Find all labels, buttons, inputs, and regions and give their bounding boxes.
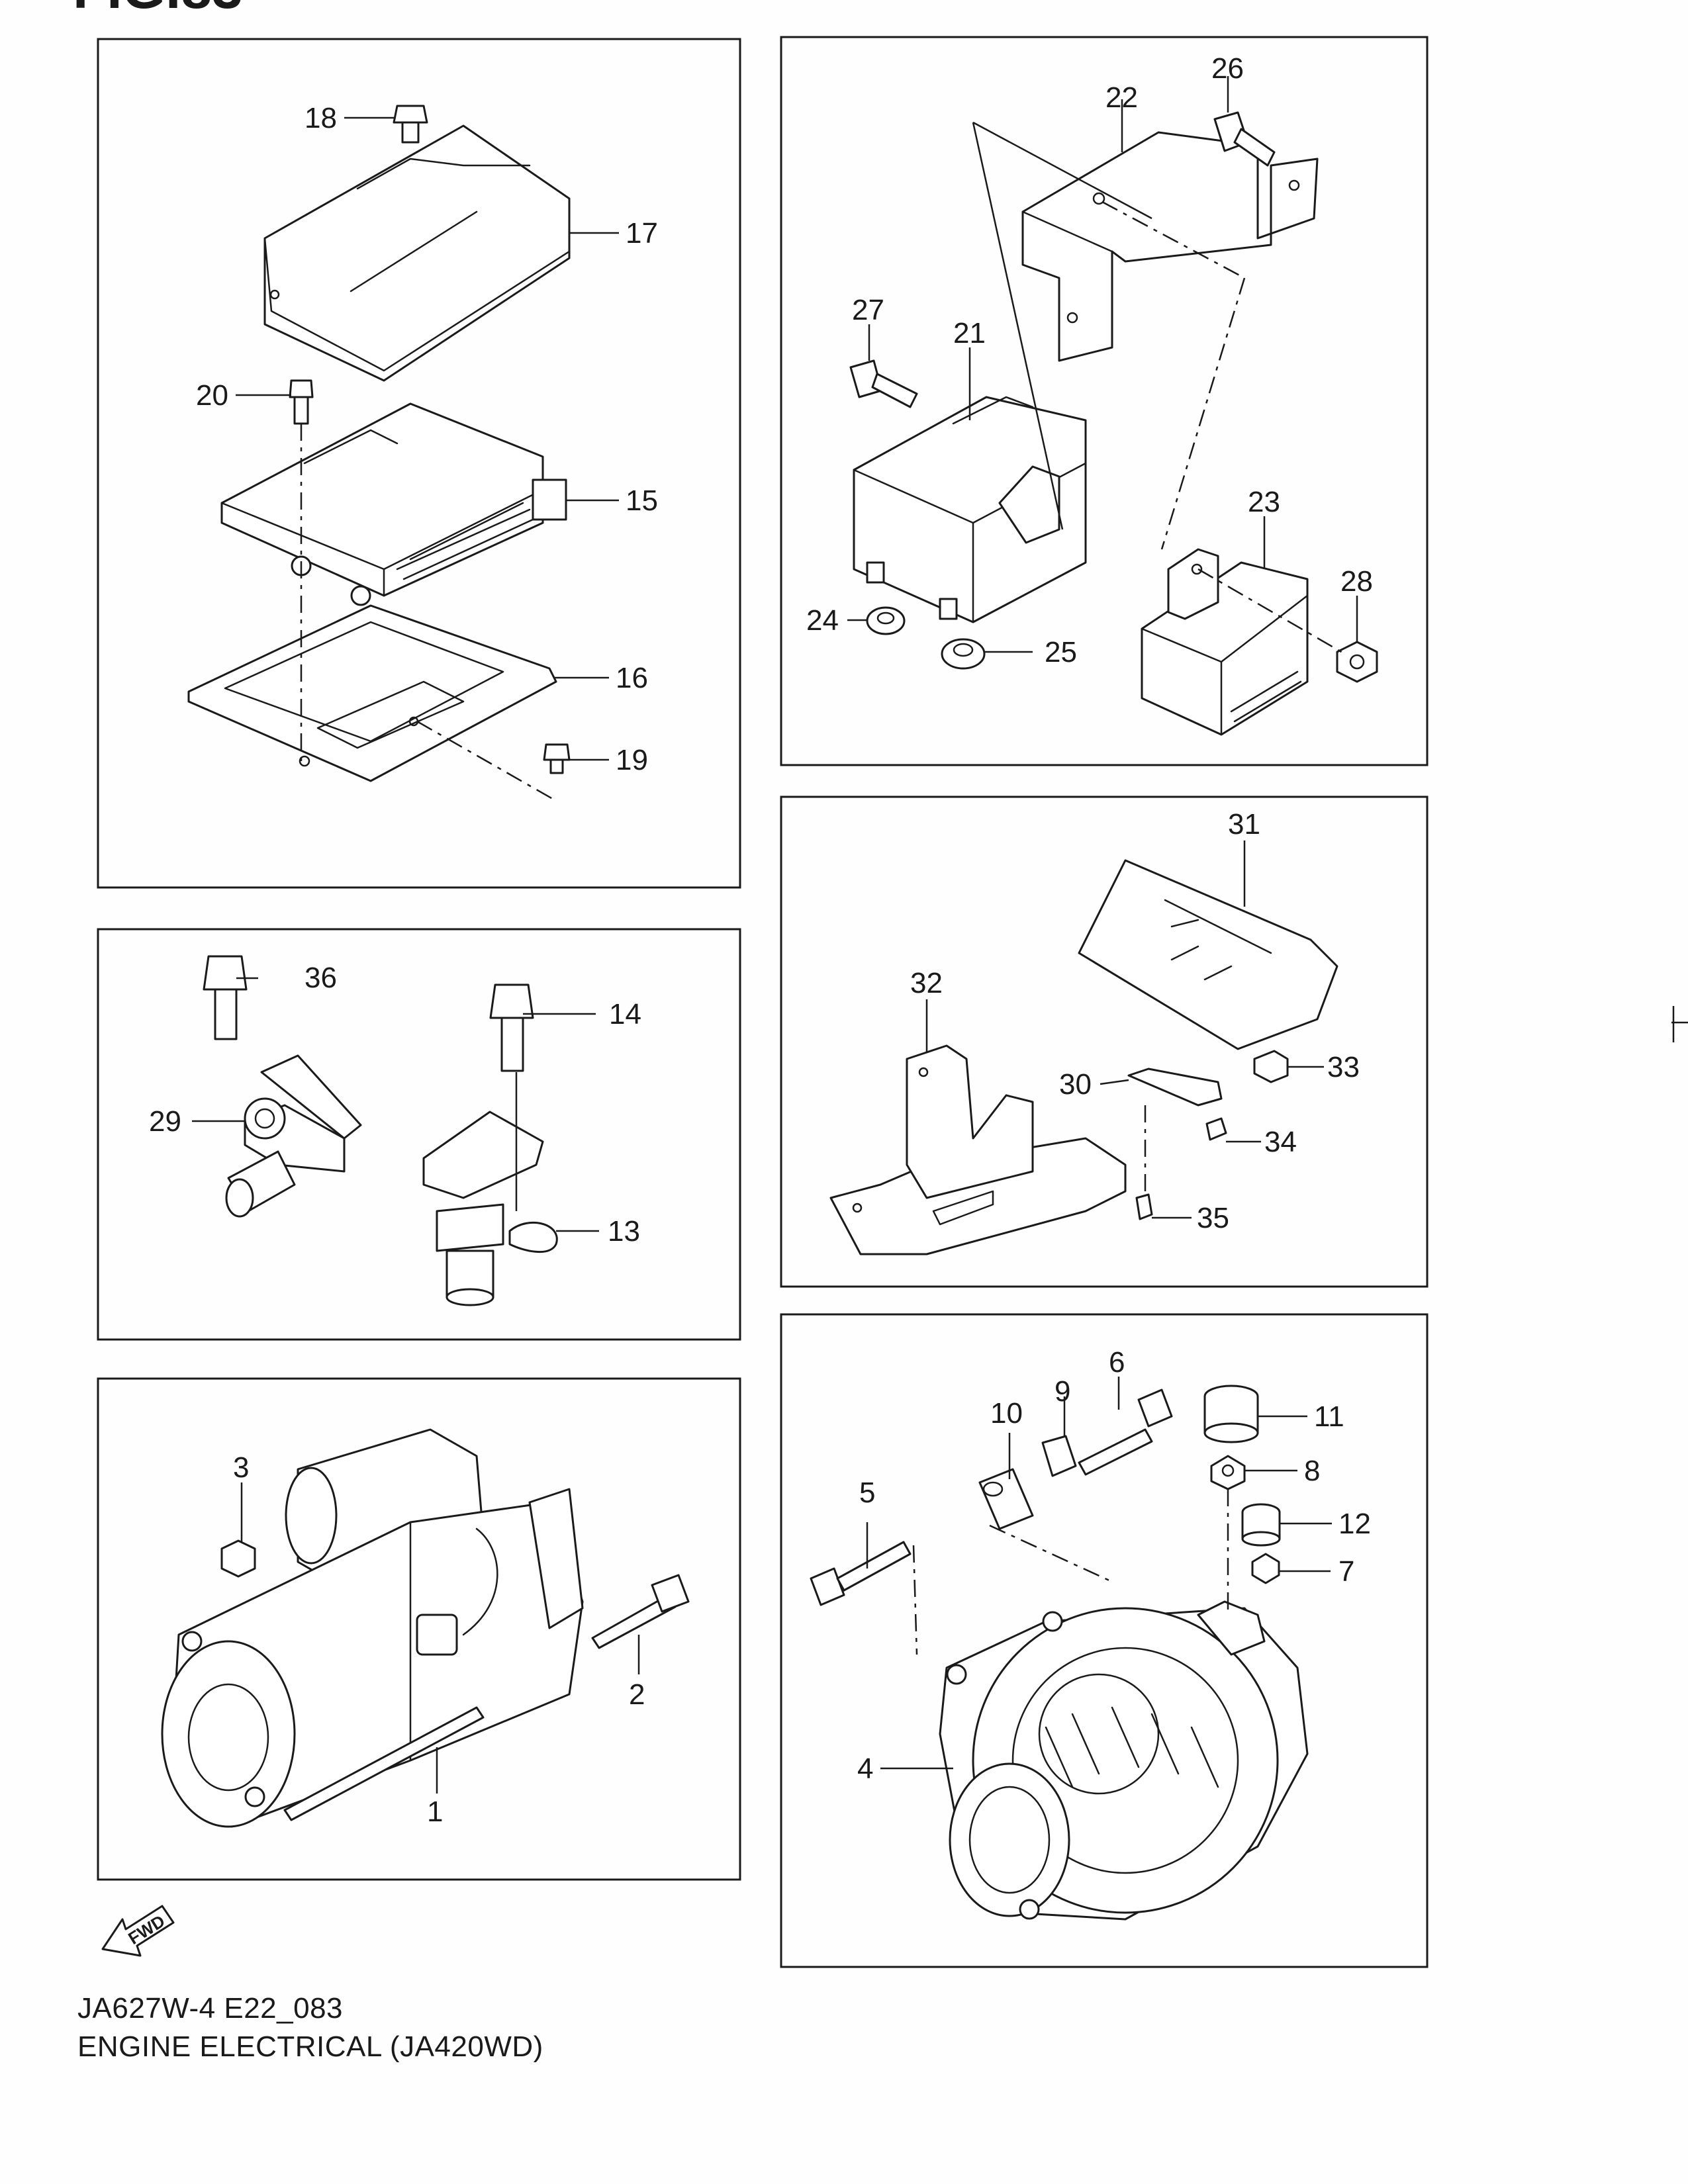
sensor-13-part (422, 1111, 558, 1306)
bolt-5 (810, 1541, 912, 1606)
screw-35 (1135, 1193, 1153, 1220)
callout-3: 3 (233, 1451, 249, 1484)
callout-17: 17 (626, 217, 658, 250)
panel-alternator-frame (780, 1313, 1429, 1968)
through-bolt-1 (283, 1706, 485, 1821)
callout-10: 10 (990, 1397, 1023, 1430)
bolt-19 (543, 743, 571, 774)
callout-7: 7 (1338, 1555, 1354, 1588)
callout-14: 14 (609, 998, 641, 1030)
bolt-20 (289, 379, 314, 425)
nut-28 (1336, 641, 1378, 683)
bolt-27 (849, 359, 918, 408)
alternator-part (939, 1600, 1309, 1921)
starter-motor-part (161, 1428, 584, 1828)
panel-sensor-frame (97, 928, 741, 1341)
callout-1: 1 (427, 1796, 443, 1828)
clip-33 (1253, 1050, 1289, 1083)
nut-7 (1251, 1553, 1280, 1584)
ecm-tray-part (187, 604, 557, 782)
panel-relay-frame (780, 36, 1429, 766)
callout-27: 27 (852, 294, 884, 326)
panel-bracket: 31 32 30 33 34 35 (780, 796, 1429, 1288)
callout-13: 13 (608, 1215, 640, 1248)
callout-23: 23 (1248, 486, 1280, 518)
callout-35: 35 (1197, 1202, 1229, 1234)
nut-3 (220, 1539, 256, 1578)
heat-shield-part (1078, 859, 1338, 1050)
panel-ecm: 18 17 20 15 16 19 (97, 38, 741, 889)
callout-32: 32 (910, 967, 943, 999)
relay-box-part (853, 396, 1087, 623)
ecm-unit-part (220, 402, 567, 606)
footer-code: JA627W-4 E22_083 (77, 1992, 344, 2025)
collar-10 (978, 1468, 1034, 1530)
footer-title: ENGINE ELECTRICAL (JA420WD) (77, 2030, 543, 2063)
callout-34: 34 (1264, 1126, 1297, 1158)
bolt-14 (489, 983, 534, 1072)
nut-25 (941, 638, 986, 670)
callout-2: 2 (629, 1678, 645, 1711)
callout-19: 19 (616, 744, 648, 776)
panel-starter-frame (97, 1377, 741, 1881)
callout-9: 9 (1055, 1375, 1070, 1408)
screw-18 (393, 105, 428, 144)
callout-25: 25 (1045, 636, 1077, 668)
callout-21: 21 (953, 317, 986, 349)
callout-8: 8 (1304, 1455, 1320, 1487)
panel-starter: 3 2 1 (97, 1377, 741, 1881)
callout-28: 28 (1340, 565, 1373, 598)
bolt-26 (1213, 111, 1276, 167)
callout-4: 4 (857, 1752, 873, 1785)
bushing-9 (1041, 1435, 1077, 1477)
callout-15: 15 (626, 484, 658, 517)
bolt-36 (203, 955, 248, 1040)
callout-30: 30 (1059, 1068, 1092, 1101)
panel-bracket-frame (780, 796, 1429, 1288)
callout-36: 36 (305, 962, 337, 994)
relay-bracket-part (1021, 131, 1319, 362)
panel-ecm-frame (97, 38, 741, 889)
panel-alternator: 6 9 10 11 8 5 12 7 4 (780, 1313, 1429, 1968)
callout-16: 16 (616, 662, 648, 694)
callout-31: 31 (1228, 808, 1260, 841)
bolt-6 (1078, 1388, 1173, 1476)
ecm-cover-part (263, 124, 571, 382)
callout-20: 20 (196, 379, 228, 412)
nut-8 (1210, 1455, 1246, 1490)
callout-26: 26 (1211, 52, 1244, 85)
panel-relay: 22 26 27 21 23 28 24 25 (780, 36, 1429, 766)
cap-12 (1241, 1503, 1281, 1547)
nut-24 (866, 606, 906, 635)
bolt-2 (591, 1574, 690, 1649)
callout-12: 12 (1338, 1508, 1371, 1540)
ecu-bracket-part (829, 1044, 1127, 1255)
cap-11 (1203, 1385, 1259, 1443)
callout-29: 29 (149, 1105, 181, 1138)
fwd-arrow-icon: FWD (101, 1905, 175, 1957)
sensor-29-part (225, 1054, 362, 1218)
callout-33: 33 (1327, 1051, 1360, 1083)
clip-30-part (1127, 1068, 1223, 1107)
callout-11: 11 (1314, 1400, 1344, 1433)
callout-6: 6 (1109, 1346, 1125, 1379)
panel-sensor: 36 14 29 13 (97, 928, 741, 1341)
callout-18: 18 (305, 102, 337, 134)
screw-34 (1205, 1117, 1227, 1141)
callout-24: 24 (806, 604, 839, 637)
callout-5: 5 (859, 1477, 875, 1509)
callout-22: 22 (1105, 81, 1138, 114)
figure-title: FIG.83 (73, 0, 243, 20)
relay-23-part (1141, 548, 1309, 736)
